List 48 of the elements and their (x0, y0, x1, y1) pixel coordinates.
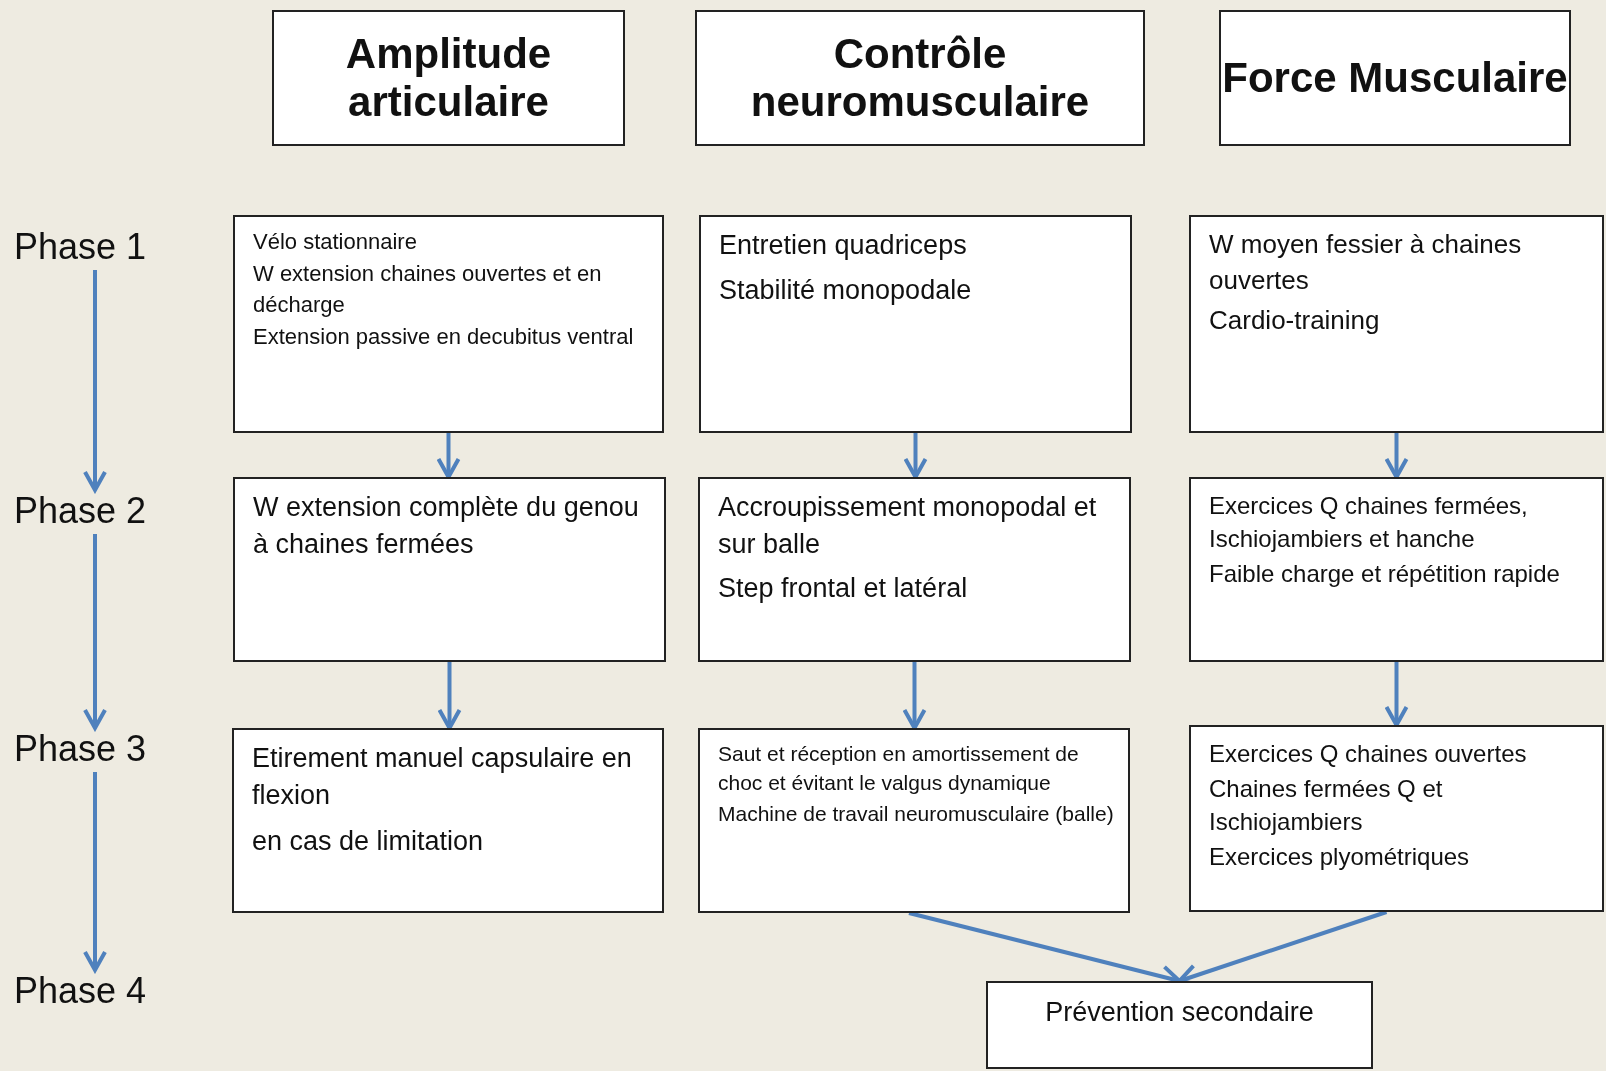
exercise-text: Machine de travail neuromusculaire (balle) (718, 800, 1114, 827)
process-box (1189, 725, 1604, 912)
exercise-text: Entretien quadriceps (719, 229, 968, 262)
exercise-text: Chaines fermées Q et Ischiojambiers (1209, 774, 1444, 838)
process-box (699, 215, 1132, 433)
phase-label: Phase 1 (14, 226, 147, 268)
process-box (698, 728, 1130, 913)
exercise-text: Faible charge et répétition rapide (1209, 559, 1561, 590)
exercise-text: W extension chaines ouvertes et en décharge (253, 260, 603, 319)
process-box (698, 477, 1131, 662)
exercise-text: Saut et réception en amortissement de choc et évitant le valgus dynamique (718, 741, 1080, 796)
arrow (902, 662, 927, 730)
process-box (233, 215, 664, 433)
header-box (1219, 10, 1571, 146)
exercise-text: W moyen fessier à chaines ouvertes (1209, 228, 1523, 297)
process-box (233, 477, 666, 662)
exercise-text: Step frontal et latéral (718, 571, 969, 605)
column-heading: Amplitude articulaire (344, 29, 553, 127)
process-box (232, 728, 664, 913)
arrow (83, 772, 107, 972)
exercise-text: Prévention secondaire (1044, 997, 1315, 1028)
arrow (83, 270, 107, 492)
exercise-text: Exercices Q chaines ouvertes (1209, 739, 1528, 769)
exercise-text: Exercices Q chaines fermées, Ischiojambiers et hanche (1209, 491, 1529, 555)
header-box (695, 10, 1145, 146)
arrow (436, 433, 461, 479)
exercise-text: en cas de limitation (252, 824, 485, 858)
exercise-text: Accroupissement monopodal et sur balle (718, 491, 1098, 562)
header-box (272, 10, 625, 146)
exercise-text: Stabilité monopodale (719, 274, 973, 308)
phase-label: Phase 2 (14, 490, 147, 532)
phase-label: Phase 4 (14, 970, 147, 1012)
process-box (1189, 215, 1604, 433)
exercise-text: Extension passive en decubitus ventral (253, 323, 635, 352)
process-box (986, 981, 1373, 1069)
exercise-text: Exercices plyométriques (1209, 842, 1471, 873)
exercise-text: Cardio-training (1209, 303, 1381, 337)
arrow (1384, 433, 1409, 479)
phase-label: Phase 3 (14, 728, 147, 770)
exercise-text: W extension complète du genou à chaines fermées (253, 491, 640, 562)
column-heading: Force Musculaire (1222, 53, 1568, 103)
arrow (903, 433, 928, 479)
exercise-text: Vélo stationnaire (253, 228, 418, 256)
arrow (83, 534, 107, 730)
arrow (1384, 662, 1409, 727)
process-box (1189, 477, 1604, 662)
arrow (437, 662, 462, 730)
column-heading: Contrôle neuromusculaire (749, 29, 1091, 127)
